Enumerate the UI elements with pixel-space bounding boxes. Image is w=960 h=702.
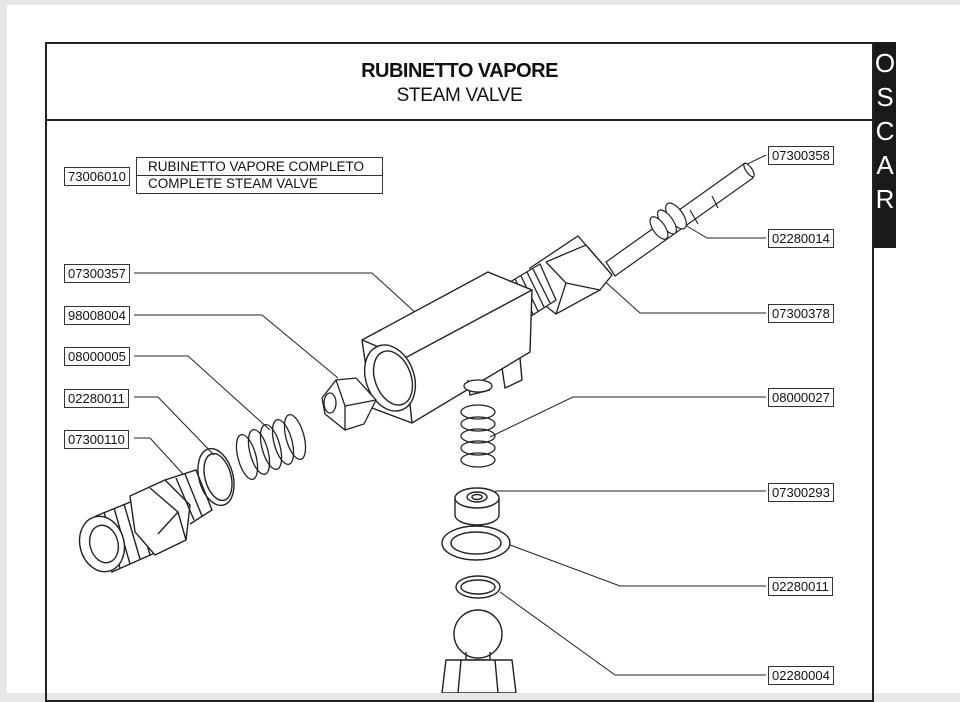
threaded-fitting <box>78 469 213 573</box>
brand-logo: O S C A R <box>874 42 896 248</box>
part-code-left: 02280011 <box>64 389 129 408</box>
header-divider <box>45 119 874 121</box>
small-nut <box>321 377 377 431</box>
part-code-right: 02280014 <box>768 229 834 248</box>
spring-left <box>235 414 307 480</box>
valve-body <box>361 271 533 424</box>
ball-fitting <box>441 609 517 693</box>
spring-centre <box>460 379 496 468</box>
part-code-left: 98008004 <box>64 306 130 325</box>
assembly-description-divider <box>136 175 383 176</box>
stem-o-ring <box>649 202 687 240</box>
leader-lines <box>134 154 767 676</box>
part-code-right: 02280004 <box>768 666 834 685</box>
brand-letter: O <box>874 48 896 78</box>
brand-letter: A <box>876 150 894 180</box>
small-o-ring <box>455 575 501 599</box>
o-ring-left <box>197 447 235 507</box>
part-code-right: 07300293 <box>768 483 834 502</box>
brand-letter: R <box>875 184 895 214</box>
brand-letter: S <box>876 82 894 112</box>
part-code-left: 08000005 <box>64 347 130 366</box>
part-code-right: 02280011 <box>768 577 833 596</box>
part-code-right: 07300378 <box>768 304 834 323</box>
part-code-right: 08000027 <box>768 388 834 407</box>
gasket <box>441 525 511 561</box>
part-code-left: 07300110 <box>64 430 129 449</box>
assembly-code: 73006010 <box>64 167 130 186</box>
brand-letter: C <box>875 116 895 146</box>
assembly-description-italian: RUBINETTO VAPORE COMPLETO <box>148 159 365 174</box>
part-code-right: 07300358 <box>768 146 834 165</box>
part-code-left: 07300357 <box>64 264 130 283</box>
title-italian: RUBINETTO VAPORE <box>361 60 558 82</box>
title-english: STEAM VALVE <box>396 85 523 106</box>
assembly-description-english: COMPLETE STEAM VALVE <box>148 176 318 191</box>
seat-washer <box>454 487 500 526</box>
